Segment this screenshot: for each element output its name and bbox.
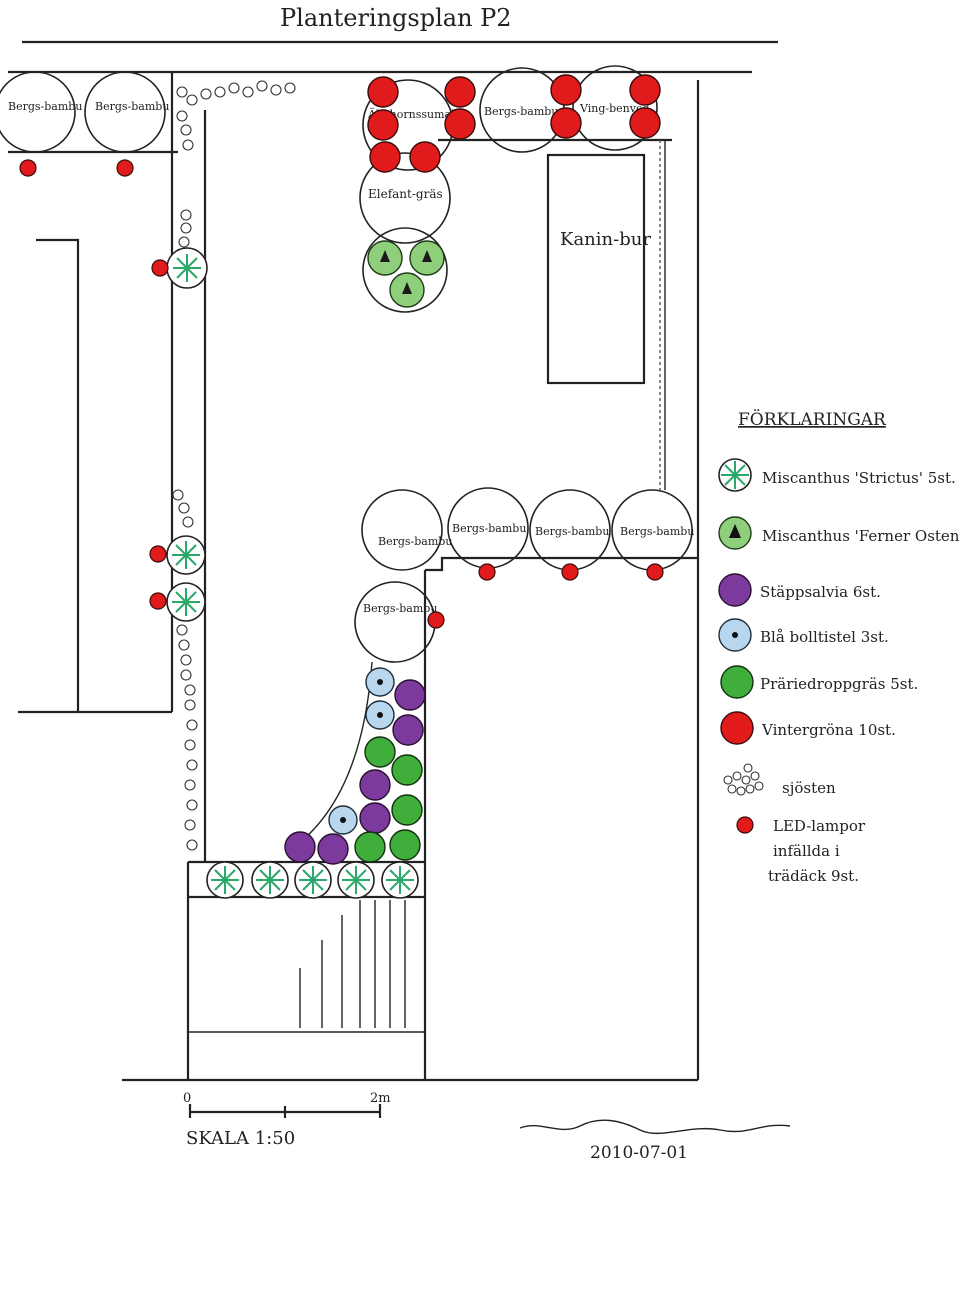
led-lamp	[427, 611, 445, 629]
triangle-symbol	[380, 250, 390, 262]
signature	[519, 1119, 791, 1134]
vintergrona-plant	[369, 141, 401, 173]
strictus-plant	[166, 582, 206, 622]
stappsalvia-plant	[359, 769, 391, 801]
bed-edge	[425, 556, 698, 572]
bamboo-plant	[361, 489, 443, 571]
plan-title: Planteringsplan P2	[280, 4, 512, 32]
vintergrona-plant	[367, 76, 399, 108]
strictus-plant	[294, 861, 332, 899]
strictus-plant	[206, 861, 244, 899]
legend-label: Präriedroppgräs 5st.	[760, 675, 918, 693]
bolltistel-dot	[377, 679, 383, 685]
vingbenved-label: Ving-benved	[579, 102, 650, 115]
ferner-osten-group	[362, 227, 448, 313]
legend-item-sjosten: sjösten	[723, 763, 836, 797]
house-wall	[36, 238, 80, 712]
stappsalvia-plant	[394, 679, 426, 711]
scale-zero: 0	[183, 1091, 191, 1106]
prariedroppgras-plant	[391, 754, 423, 786]
elefantgras-plant	[359, 152, 451, 244]
legend-item-ferner-osten: Miscanthus 'Ferner Osten' 3st.	[718, 516, 960, 550]
triangle-symbol	[422, 250, 432, 262]
strictus-plant	[166, 535, 206, 575]
vintergrona-plant	[550, 74, 582, 106]
bamboo-plant	[0, 71, 76, 153]
strictus-plant	[337, 861, 375, 899]
prariedroppgras-plant	[354, 831, 386, 863]
legend-item-prariedroppgras: Präriedroppgräs 5st.	[720, 665, 918, 699]
legend-item-stappsalvia: Stäppsalvia 6st.	[718, 573, 881, 607]
led-lamp	[151, 259, 169, 277]
bamboo-label: Bergs-bambu	[363, 602, 437, 615]
legend-label: Vintergröna 10st.	[761, 721, 896, 739]
legend-item-bolltistel: Blå bolltistel 3st.	[718, 618, 889, 652]
vintergrona-plant	[367, 109, 399, 141]
triangle-symbol	[402, 282, 412, 294]
bolltistel-dot	[377, 712, 383, 718]
led-lamp	[646, 563, 664, 581]
vintergrona-plant	[629, 107, 661, 139]
led-lamp	[149, 545, 167, 563]
vintergrona-plant	[550, 107, 582, 139]
date-label: 2010-07-01	[590, 1143, 688, 1163]
strictus-plant	[166, 247, 208, 289]
legend-label: sjösten	[782, 779, 836, 797]
legend-label: Blå bolltistel 3st.	[760, 628, 889, 646]
stappsalvia-plant	[359, 802, 391, 834]
scale-bar: 0 2m SKALA 1:50	[183, 1091, 391, 1149]
led-lamp	[116, 159, 134, 177]
vingbenved-plant	[572, 65, 658, 151]
prariedroppgras-plant	[391, 794, 423, 826]
bamboo-label: Bergs-bambu	[452, 522, 526, 535]
legend-label: Miscanthus 'Ferner Osten' 3st.	[762, 527, 960, 545]
bamboo-plant	[354, 581, 436, 663]
vintergrona-plant	[444, 76, 476, 108]
legend: FÖRKLARINGAR Miscanthus 'Strictus' 5st. …	[718, 409, 960, 885]
led-lamp	[149, 592, 167, 610]
legend-heading: FÖRKLARINGAR	[738, 409, 887, 430]
stappsalvia-plant	[317, 833, 349, 865]
bamboo-label: Bergs-bambu	[484, 105, 558, 118]
led-lamp	[478, 563, 496, 581]
stappsalvia-plant	[284, 831, 316, 863]
bamboo-label: Bergs-bambu	[378, 535, 452, 548]
legend-item-vintergrona: Vintergröna 10st.	[720, 711, 896, 745]
bamboo-label: Bergs-bambu	[8, 100, 82, 113]
strictus-plant	[381, 861, 419, 899]
rabbit-cage	[546, 153, 646, 385]
led-lamp	[561, 563, 579, 581]
vintergrona-plant	[444, 108, 476, 140]
rabbit-cage-label: Kanin-bur	[560, 229, 651, 250]
elefantgras-label: Elefant-gräs	[368, 187, 443, 201]
bolltistel-dot	[340, 817, 346, 823]
legend-label: Miscanthus 'Strictus' 5st.	[762, 469, 956, 487]
led-lamp	[19, 159, 37, 177]
prariedroppgras-plant	[364, 736, 396, 768]
scale-end: 2m	[370, 1091, 391, 1106]
vintergrona-plant	[409, 141, 441, 173]
bamboo-label: Bergs-bambu	[535, 525, 609, 538]
scale-label: SKALA 1:50	[186, 1128, 295, 1149]
bamboo-label: Bergs-bambu	[95, 100, 169, 113]
prariedroppgras-plant	[389, 829, 421, 861]
vintergrona-plant	[629, 74, 661, 106]
sjosten-pebbles	[172, 80, 296, 851]
legend-led-label: LED-lampor infällda i trädäck 9st.	[768, 817, 870, 885]
legend-item-led	[736, 816, 754, 834]
legend-item-strictus: Miscanthus 'Strictus' 5st.	[718, 458, 956, 492]
legend-label: Stäppsalvia 6st.	[760, 583, 881, 601]
strictus-plant	[251, 861, 289, 899]
stappsalvia-plant	[392, 714, 424, 746]
bamboo-label: Bergs-bambu	[620, 525, 694, 538]
bamboo-plant	[84, 71, 166, 153]
